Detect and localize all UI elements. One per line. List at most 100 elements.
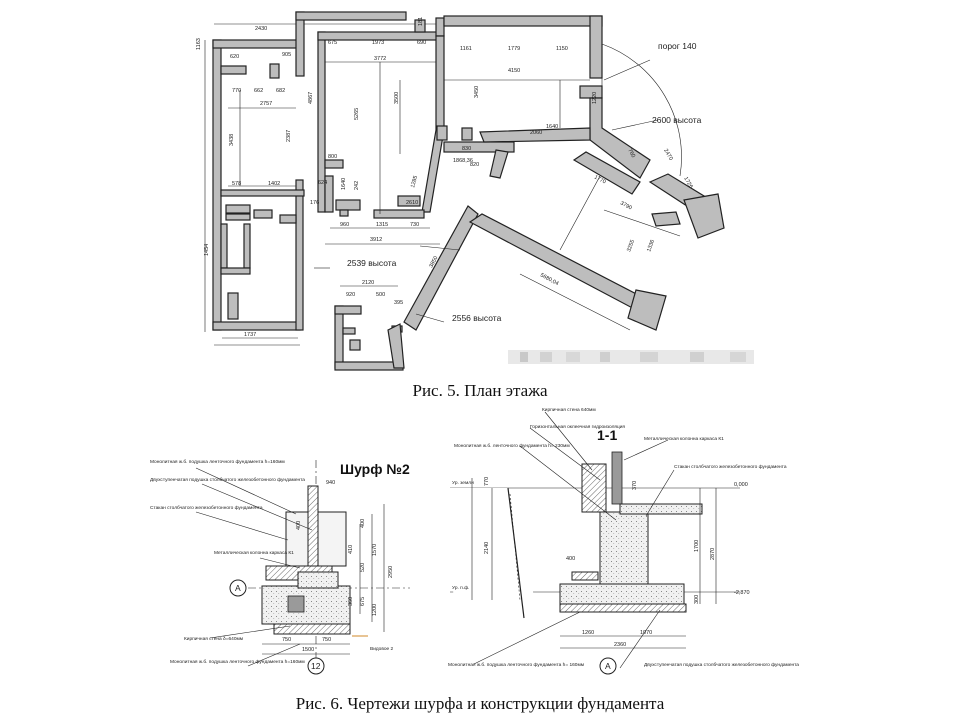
label-height-2600: 2600 высота <box>652 115 702 125</box>
dim-label: 1220 <box>592 92 598 104</box>
dim-label: 578 <box>232 181 241 187</box>
dim-label: 1285 <box>410 175 419 188</box>
figure-5-caption: Рис. 5. План этажа <box>412 381 548 400</box>
floor-plan <box>204 11 725 371</box>
dim-label: 1570 <box>372 544 378 556</box>
blurred-watermark <box>508 350 754 364</box>
dim-label: 1726 <box>682 176 693 190</box>
section-note: Стакан столбчатого железобетонного фунда… <box>674 464 787 470</box>
axis-12: 12 <box>311 661 321 671</box>
label-threshold: порог 140 <box>658 41 697 51</box>
dim-label: 620 <box>230 54 239 60</box>
dim-label: 1779 <box>508 46 520 52</box>
section-dimensions: 770 2140 2870 1700 300 370 400 1260 1070… <box>484 477 716 648</box>
pit-notes: Монолитная ж.б. подушка ленточного фунда… <box>150 459 394 665</box>
dim-label: 750 <box>322 637 331 643</box>
dim-label: 3850 <box>428 255 439 269</box>
dim-label: 242 <box>354 181 360 190</box>
dim-label: 624 <box>318 180 327 186</box>
dim-label: 1200 <box>372 604 378 616</box>
dim-label: 1150 <box>556 46 568 52</box>
dim-label: 1500 <box>302 647 314 653</box>
dim-label: 730 <box>410 222 419 228</box>
dim-label: 3912 <box>370 237 382 243</box>
axis-a-left: A <box>235 583 241 593</box>
dim-label: 1737 <box>244 332 256 338</box>
dim-label: 2430 <box>255 26 267 32</box>
dim-label: 176 <box>310 200 319 206</box>
pit-drawing <box>195 460 410 675</box>
pit-note: Металлическая колонна каркаса К1 <box>214 550 294 556</box>
dim-label: 675 <box>328 40 337 46</box>
pit-title: Шурф №2 <box>340 461 410 477</box>
dim-label: 1163 <box>196 38 202 50</box>
dim-label: 682 <box>276 88 285 94</box>
dim-label: 181 <box>418 17 424 26</box>
dim-label: 940 <box>326 480 335 486</box>
dim-label: 1336 <box>646 239 656 253</box>
dim-label: 920 <box>346 292 355 298</box>
section-notes: Кирпичная стена 640мм Горизонтальная окл… <box>448 407 799 668</box>
dim-label: 770 <box>232 88 241 94</box>
dim-label: 800 <box>328 154 337 160</box>
dim-label: 820 <box>470 162 479 168</box>
dim-label: 2060 <box>530 130 542 136</box>
dim-label: 1640 <box>341 178 347 190</box>
dim-label: 520 <box>360 563 366 572</box>
pit-note: Стакан столбчатого железобетонного фунда… <box>150 505 263 511</box>
section-note: Кирпичная стена 640мм <box>542 407 596 413</box>
dim-label: 395 <box>394 300 403 306</box>
dim-label: 960 <box>340 222 349 228</box>
dim-label: 1070 <box>640 630 652 636</box>
pit-note: Монолитная ж.б. подушка ленточного фунда… <box>150 459 285 465</box>
section-note: Металлическая колонна каркаса К1 <box>644 436 724 442</box>
dim-label: 400 <box>360 519 366 528</box>
dim-label: 3772 <box>374 56 386 62</box>
dim-label: 2757 <box>260 101 272 107</box>
section-note: Монолитная ж.б. подушка ленточного фунда… <box>448 662 584 668</box>
pit-note: Монолитная ж.б. подушка ленточного фунда… <box>170 659 305 665</box>
dim-label: 2120 <box>362 280 374 286</box>
dim-label: 2387 <box>286 130 292 142</box>
dim-label: 830 <box>462 146 471 152</box>
dim-label: 675 <box>360 597 366 606</box>
dim-label: 2610 <box>406 200 418 206</box>
section-title: 1-1 <box>597 427 617 443</box>
dim-label: 360 <box>348 597 354 606</box>
dim-label: 1700 <box>694 540 700 552</box>
dim-label: 1868,36 <box>453 158 473 164</box>
dim-label: 2950 <box>388 566 394 578</box>
dim-label: 3255 <box>626 239 636 253</box>
dim-label: 750 <box>282 637 291 643</box>
dim-label: 500 <box>376 292 385 298</box>
section-note: Монолитная ж.б. ленточного фундамента h=… <box>454 443 570 449</box>
dim-label: 1770 <box>593 174 607 185</box>
dim-label: 4150 <box>508 68 520 74</box>
dim-label: 400 <box>296 521 302 530</box>
dim-label: 410 <box>348 545 354 554</box>
mark-minus: -2,870 <box>734 590 750 596</box>
dim-label: 1315 <box>376 222 388 228</box>
dim-label: 2360 <box>614 642 626 648</box>
dim-label: 690 <box>417 40 426 46</box>
dim-label: 370 <box>632 481 638 490</box>
figure-6-caption: Рис. 6. Чертежи шурфа и конструкции фунд… <box>295 694 665 713</box>
pit-note-highlight: Видовое 2 <box>370 646 394 652</box>
dim-label: 400 <box>566 556 575 562</box>
axis-a-right: A <box>605 661 611 671</box>
label-height-2539: 2539 высота <box>347 258 397 268</box>
dim-label: 1402 <box>268 181 280 187</box>
dim-label: 1973 <box>372 40 384 46</box>
section-note: Двухступенчатая подушка столбчатого желе… <box>644 662 799 668</box>
section-drawing <box>450 411 740 675</box>
dim-label: 5680,04 <box>539 272 559 287</box>
dim-label: 3500 <box>394 92 400 104</box>
dim-label: 2140 <box>484 542 490 554</box>
dim-label: 1454 <box>204 244 210 256</box>
dim-label: 1161 <box>460 46 472 52</box>
dim-label: 3790 <box>619 200 633 211</box>
mark-zero: 0,000 <box>734 482 748 488</box>
pit-note: Двухступенчатая подушка столбчатого желе… <box>150 477 305 483</box>
label-height-2556: 2556 высота <box>452 313 502 323</box>
